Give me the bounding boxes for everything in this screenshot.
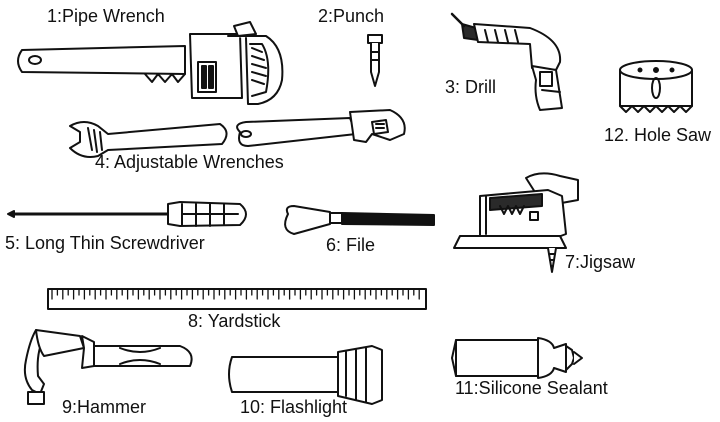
punch-label: 2:Punch [318,6,385,26]
screwdriver-label: 5: Long Thin Screwdriver [5,233,205,253]
punch-icon [367,34,383,87]
adjustable-wrenches-label: 4: Adjustable Wrenches [95,152,284,172]
flashlight-label: 10: Flashlight [240,397,348,417]
hole-saw-label: 12. Hole Saw [604,125,712,145]
file-label: 6: File [326,235,376,255]
file-icon [284,205,435,235]
drill-icon [450,12,563,111]
jigsaw-icon [453,172,579,273]
pipe-wrench-label: 1:Pipe Wrench [47,6,165,26]
flashlight-icon [228,345,383,405]
yardstick-icon [47,288,427,310]
hole-saw-icon [619,60,693,113]
pipe-wrench-icon [17,21,284,105]
hammer-label: 9:Hammer [62,397,147,417]
drill-label: 3: Drill [445,77,497,97]
jigsaw-label: 7:Jigsaw [565,252,636,272]
screwdriver-icon [7,201,247,227]
yardstick-label: 8: Yardstick [188,311,281,331]
adjustable-wrench-icon [69,109,406,158]
silicone-sealant-label: 11:Silicone Sealant [455,378,608,398]
sealant-tube-icon [451,337,583,379]
hammer-icon [23,329,193,405]
